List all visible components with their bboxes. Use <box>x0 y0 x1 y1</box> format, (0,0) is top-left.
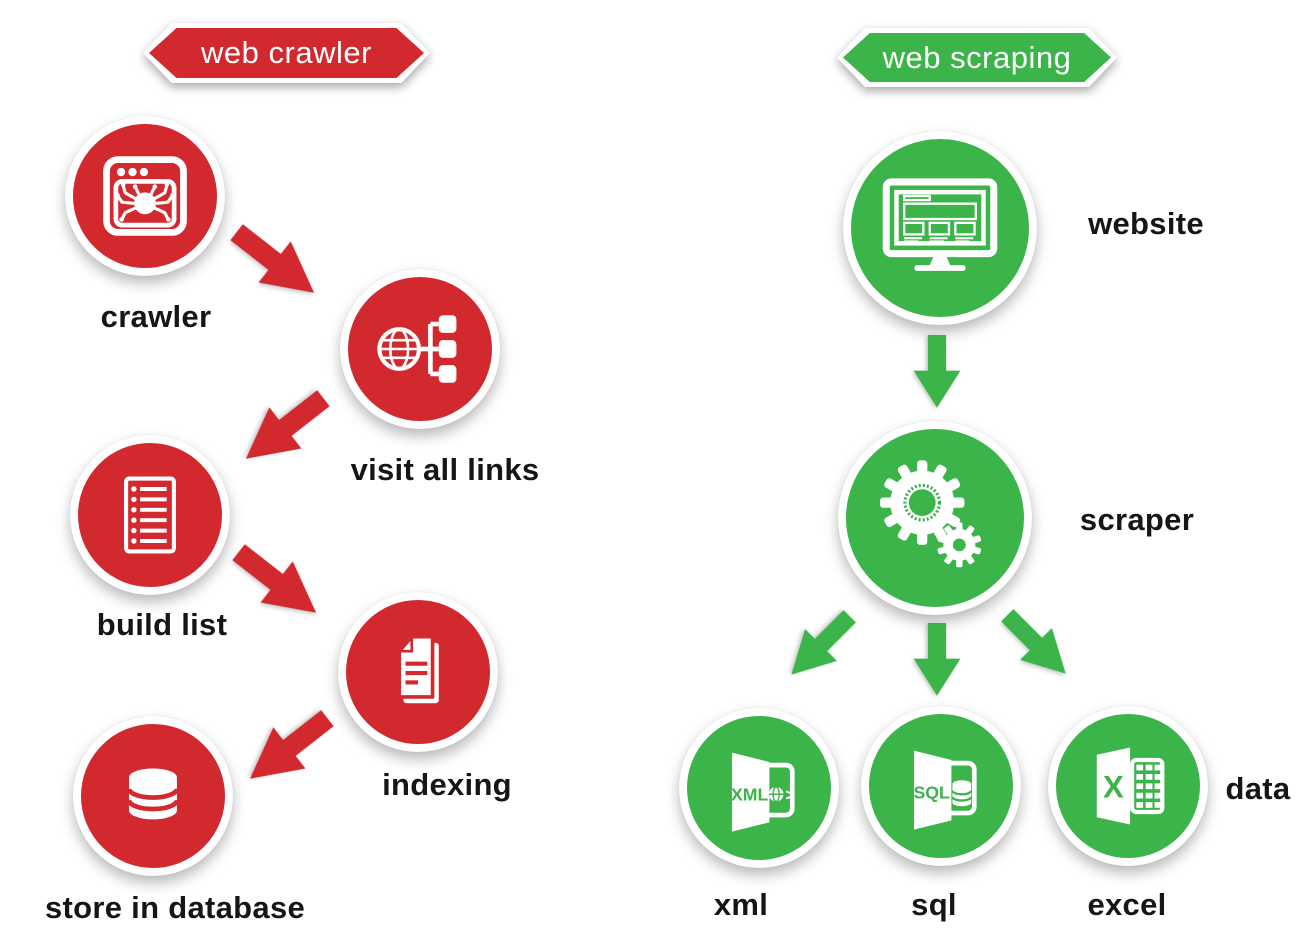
build-list-label: build list <box>96 607 228 642</box>
arrow-website-to-scraper-icon <box>911 335 963 409</box>
document-list-icon <box>124 476 176 554</box>
web-crawler-banner-border: web crawler <box>143 23 430 83</box>
crawler-label: crawler <box>100 299 212 334</box>
xml-icon-text: XML <box>731 784 769 804</box>
node-xml: XML > <box>679 708 839 868</box>
indexing-label: indexing <box>382 767 512 802</box>
spider-browser-icon <box>103 156 187 236</box>
web-scraping-banner: web scraping <box>837 28 1117 87</box>
node-build-list <box>70 435 230 595</box>
arrow-indexing-to-database-icon <box>231 695 346 802</box>
node-sql: SQL <box>861 706 1021 866</box>
node-website <box>843 131 1037 325</box>
excel-label: excel <box>1087 887 1167 922</box>
scraper-label: scraper <box>1079 502 1195 537</box>
sql-label: sql <box>911 887 957 922</box>
monitor-website-icon <box>882 178 998 271</box>
globe-sitemap-icon <box>377 315 457 383</box>
xml-file-icon: XML > <box>731 752 795 832</box>
arrow-scraper-to-sql-icon <box>911 623 963 697</box>
visit-all-links-label: visit all links <box>350 452 540 487</box>
gears-icon <box>879 460 982 568</box>
arrow-scraper-to-xml-icon <box>773 599 868 694</box>
xml-label: xml <box>713 887 769 922</box>
stacked-documents-icon <box>397 634 439 704</box>
web-scraping-banner-border: web scraping <box>837 28 1117 87</box>
data-label: data <box>1225 771 1291 806</box>
arrow-scraper-to-excel-icon <box>990 598 1085 693</box>
xml-angle-bracket-glyph: > <box>785 785 795 804</box>
node-indexing <box>338 592 498 752</box>
excel-file-icon: X <box>1096 747 1165 825</box>
website-label: website <box>1088 206 1204 241</box>
node-visit-all-links <box>340 269 500 429</box>
web-crawler-banner-label: web crawler <box>149 28 424 78</box>
store-in-database-label: store in database <box>44 890 306 925</box>
node-scraper <box>838 421 1032 615</box>
web-crawler-banner: web crawler <box>143 23 430 83</box>
sql-icon-text: SQL <box>913 782 950 802</box>
node-store-in-database <box>73 716 233 876</box>
sql-file-icon: SQL <box>913 750 977 830</box>
excel-icon-text: X <box>1103 769 1124 804</box>
arrow-crawler-to-visit-icon <box>219 209 334 316</box>
arrow-build-to-indexing-icon <box>221 529 336 636</box>
node-crawler <box>65 116 225 276</box>
node-excel: X <box>1048 706 1208 866</box>
database-icon <box>126 768 180 820</box>
web-scraping-banner-label: web scraping <box>843 33 1111 82</box>
arrow-visit-to-build-icon <box>227 375 342 482</box>
